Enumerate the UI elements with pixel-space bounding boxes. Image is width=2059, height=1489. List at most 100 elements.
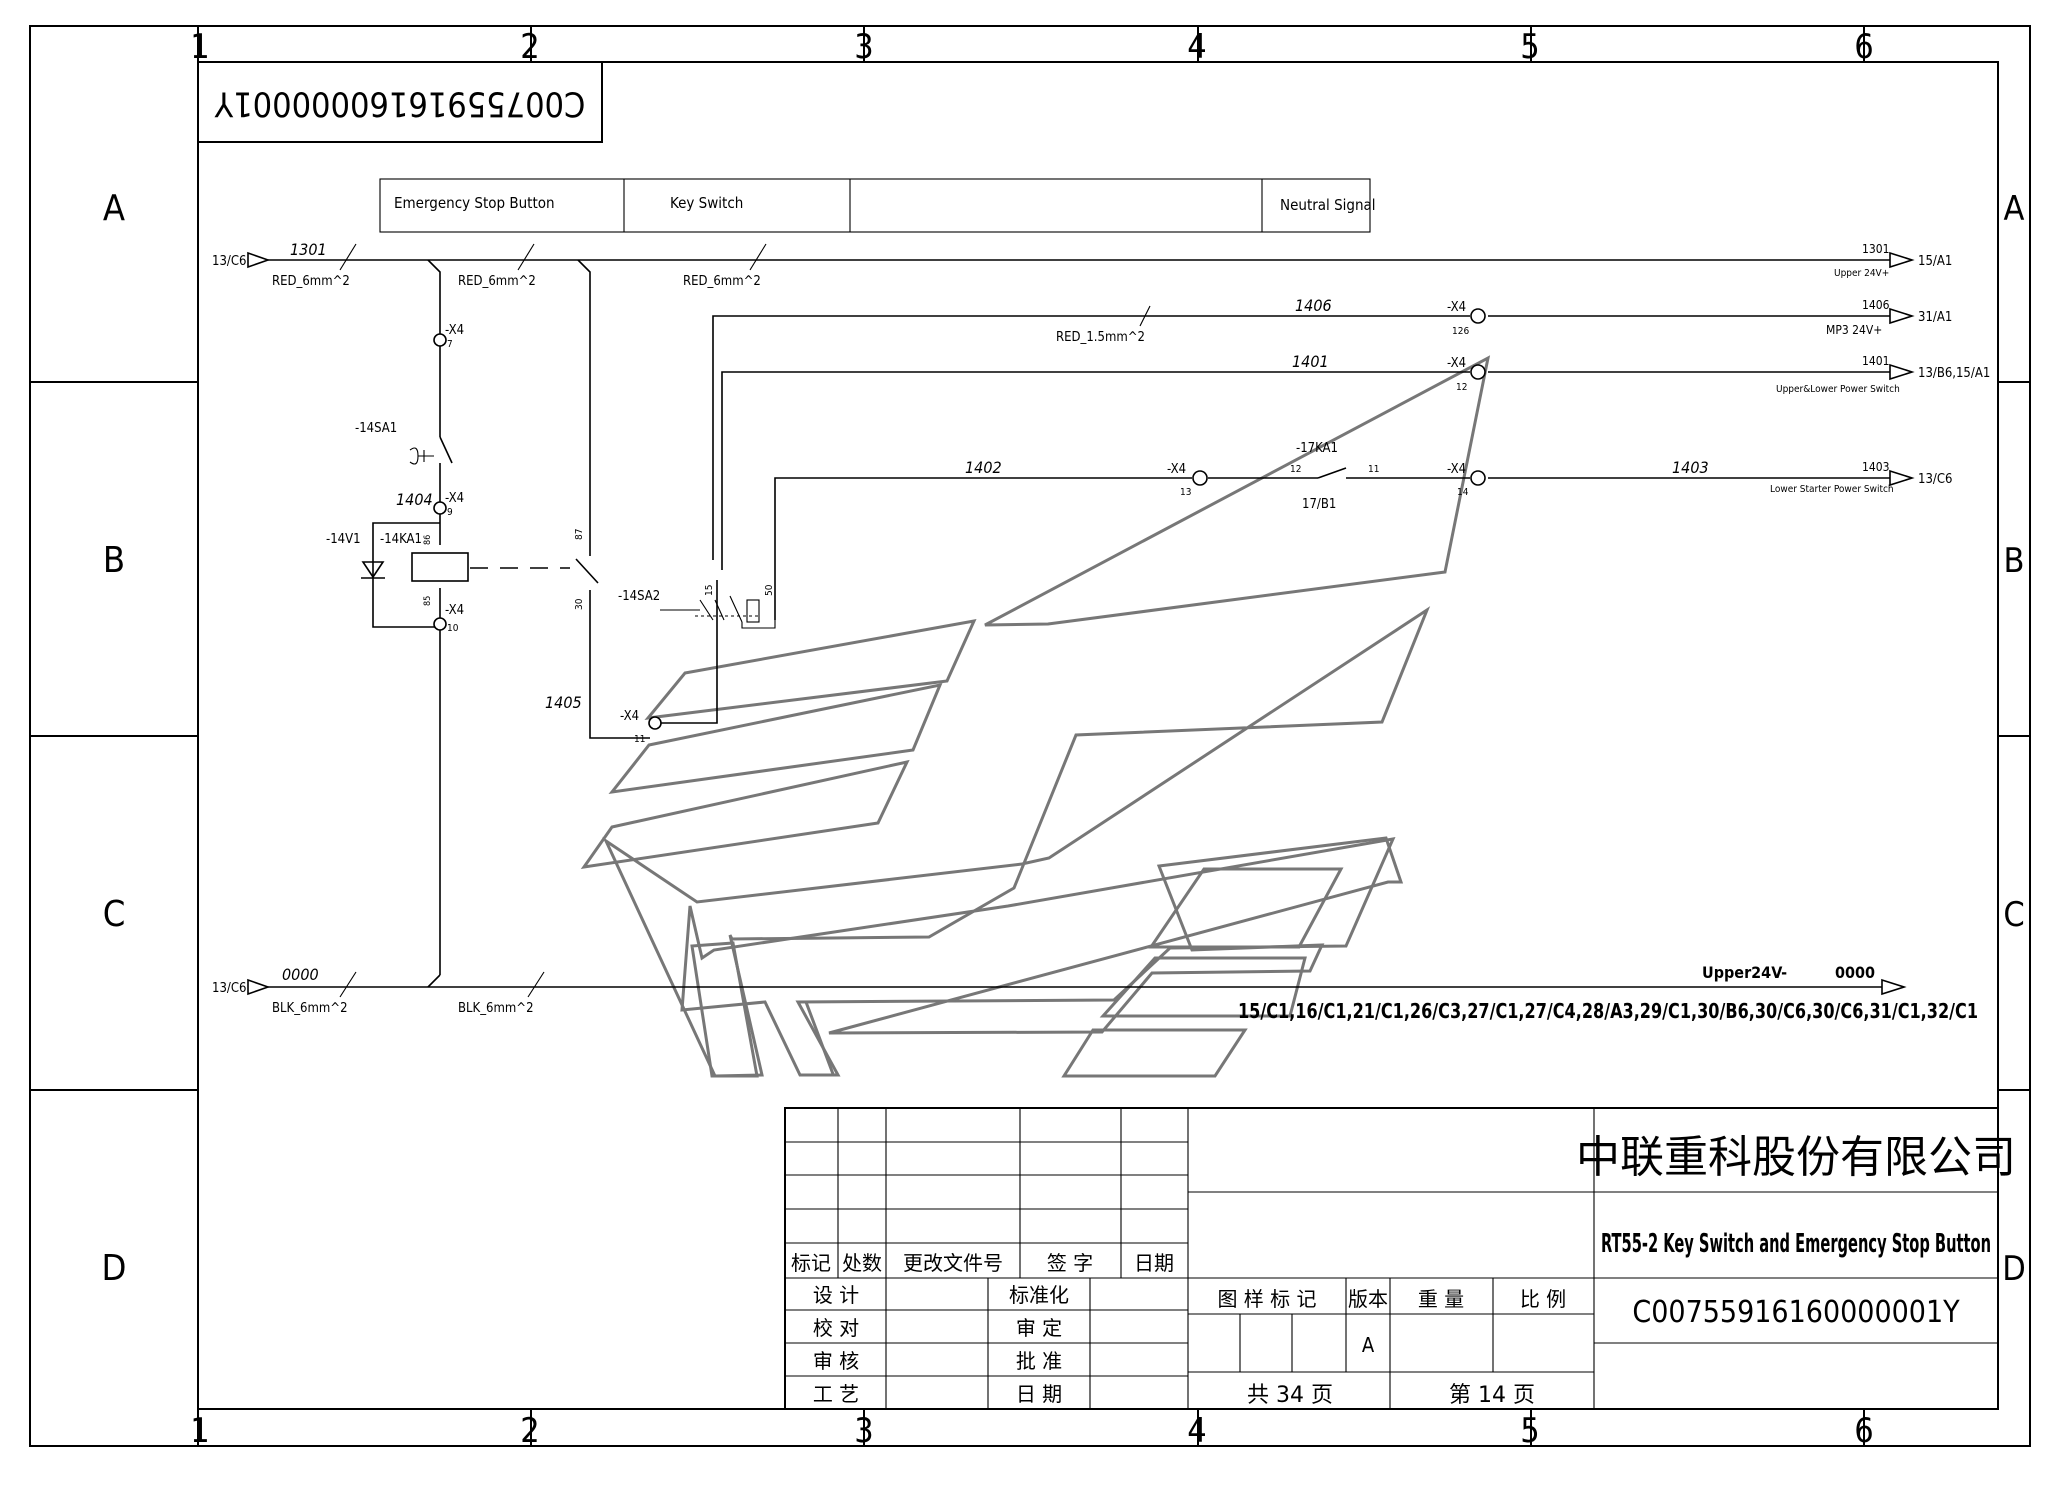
x4-label-10: -X4	[445, 603, 464, 618]
grid-row-left-C: C	[103, 894, 126, 935]
signal-upper24v-minus: Upper24V-	[1702, 963, 1787, 982]
sign-review: 审 核	[813, 1349, 859, 1373]
drawing-title: RT55-2 Key Switch and Emergency Stop But…	[1601, 1229, 1991, 1259]
rev-header-count: 处数	[842, 1251, 882, 1275]
title-block: 标记 处数 更改文件号 签 字 日期 设 计 校 对 审 核 工 艺 标准化 审…	[784, 1107, 2016, 1410]
company-logo-watermark	[580, 355, 1491, 1078]
ref-in-bottom: 13/C6	[212, 981, 246, 996]
coil-terminal-86: 86	[423, 535, 433, 545]
x4-label-14: -X4	[1447, 462, 1466, 477]
sign-check: 校 对	[813, 1316, 859, 1340]
signal-upper-lower-power: Upper&Lower Power Switch	[1776, 384, 1900, 395]
function-block-header: Emergency Stop Button Key Switch Neutral…	[379, 178, 1376, 233]
cable-red6-c: RED_6mm^2	[683, 274, 761, 289]
cable-red6-b: RED_6mm^2	[458, 274, 536, 289]
contact-terminal-30: 30	[574, 598, 585, 610]
grid-row-right-A: A	[2004, 189, 2025, 229]
cable-red6-a: RED_6mm^2	[272, 274, 350, 289]
wire-1301-right: 1301	[1862, 242, 1889, 256]
grid-row-left-A: A	[103, 188, 125, 229]
sign-design: 设 计	[813, 1283, 859, 1307]
terminal-12: 12	[1456, 382, 1467, 393]
x4-label-7: -X4	[445, 323, 464, 338]
wire-1404: 1404	[396, 490, 433, 509]
grid-row-right-C: C	[2003, 895, 2024, 935]
sign-date: 日 期	[1016, 1382, 1062, 1406]
cable-blk6-a: BLK_6mm^2	[272, 1001, 348, 1016]
signal-upper-24v-plus: Upper 24V+	[1834, 268, 1889, 279]
attr-weight: 重 量	[1418, 1287, 1464, 1311]
grid-col-top-1: 1	[190, 27, 209, 67]
rev-header-mark: 标记	[791, 1251, 831, 1275]
drawing-frame: 1 2 3 4 5 6 1 2 3 4 5 6 A B C D A B C D	[29, 25, 2031, 1451]
wire-labels: 13/C6 13/C6 1301 0000 RED_6mm^2 RED_6mm^…	[212, 240, 1990, 1023]
wire-1401: 1401	[1292, 352, 1329, 371]
component-14sa2: -14SA2	[618, 589, 660, 604]
wire-1405: 1405	[545, 693, 582, 712]
ref-17b1: 17/B1	[1302, 497, 1336, 512]
wire-0000-left: 0000	[282, 965, 319, 984]
contact-terminal-87: 87	[574, 529, 585, 540]
terminal-13: 13	[1180, 487, 1191, 498]
terminal-9: 9	[447, 507, 453, 518]
grid-row-left-D: D	[102, 1248, 127, 1289]
sign-approve: 批 准	[1016, 1349, 1062, 1373]
ref-out-1406: 31/A1	[1918, 310, 1952, 325]
drawing-number: C00755916160000001Y	[1632, 1295, 1960, 1330]
ka17-terminal-11: 11	[1368, 464, 1379, 475]
x4-label-126: -X4	[1447, 300, 1466, 315]
wire-1406-right: 1406	[1862, 298, 1890, 312]
x4-label-11: -X4	[620, 709, 639, 724]
wiring	[247, 243, 1915, 998]
wire-0000-right: 0000	[1835, 963, 1875, 982]
ref-in-top: 13/C6	[212, 254, 246, 269]
attr-drawing-mark: 图 样 标 记	[1217, 1287, 1316, 1311]
signal-lower-starter-power: Lower Starter Power Switch	[1770, 484, 1894, 495]
wire-1403: 1403	[1672, 458, 1709, 477]
component-labels: -X4 7 -14SA1 -X4 9 -14V1 -14KA1 86 85 -X…	[326, 300, 1469, 745]
grid-row-right-B: B	[2004, 541, 2025, 581]
component-14ka1: -14KA1	[380, 532, 422, 547]
neutral-cross-references: 15/C1,16/C1,21/C1,26/C3,27/C1,27/C4,28/A…	[1238, 999, 1978, 1023]
x4-label-12: -X4	[1447, 356, 1466, 371]
ref-out-1401: 13/B6,15/A1	[1918, 366, 1990, 381]
keyswitch-terminal-15: 15	[704, 585, 715, 596]
function-key-switch: Key Switch	[670, 194, 743, 212]
sign-standard: 标准化	[1009, 1283, 1069, 1307]
grid-col-bottom-2: 2	[520, 1411, 539, 1451]
function-neutral-signal: Neutral Signal	[1280, 196, 1376, 214]
sign-process: 工 艺	[813, 1382, 859, 1406]
terminal-14: 14	[1457, 487, 1469, 498]
grid-col-bottom-1: 1	[190, 1411, 209, 1451]
terminal-11: 11	[634, 734, 645, 745]
grid-col-bottom-4: 4	[1187, 1411, 1206, 1451]
x4-label-9: -X4	[445, 491, 464, 506]
wire-1401-right: 1401	[1862, 354, 1889, 368]
wire-1406: 1406	[1295, 296, 1332, 315]
version-value: A	[1362, 1333, 1375, 1357]
company-name: 中联重科股份有限公司	[1576, 1132, 2016, 1183]
signal-mp3-24v-plus: MP3 24V+	[1826, 323, 1882, 337]
ref-out-1301: 15/A1	[1918, 254, 1952, 269]
grid-col-bottom-5: 5	[1520, 1411, 1539, 1451]
cable-blk6-b: BLK_6mm^2	[458, 1001, 534, 1016]
grid-col-top-4: 4	[1187, 27, 1206, 67]
total-pages: 共 34 页	[1247, 1383, 1333, 1408]
grid-col-top-2: 2	[520, 27, 539, 67]
attr-scale: 比 例	[1520, 1287, 1566, 1311]
grid-col-bottom-3: 3	[854, 1411, 873, 1451]
component-14sa1: -14SA1	[355, 421, 397, 436]
ref-out-1403: 13/C6	[1918, 472, 1952, 487]
grid-col-bottom-6: 6	[1854, 1411, 1873, 1451]
grid-row-left-B: B	[103, 540, 125, 581]
rev-header-sign: 签 字	[1047, 1251, 1093, 1275]
ka17-terminal-12: 12	[1290, 464, 1301, 475]
drawing-number-top-upside-down: C00755916160000001Y	[214, 84, 585, 124]
drawing-number-box-top: C00755916160000001Y	[197, 61, 603, 143]
attr-version: 版本	[1348, 1287, 1388, 1311]
grid-col-top-6: 6	[1854, 27, 1873, 67]
keyswitch-terminal-50: 50	[764, 584, 775, 596]
rev-header-date: 日期	[1134, 1251, 1174, 1275]
wire-1403-right: 1403	[1862, 460, 1889, 474]
